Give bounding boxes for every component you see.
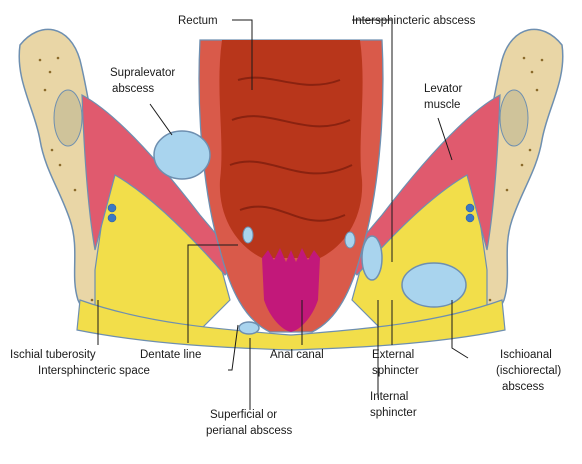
label-external-sphincter-line1: External xyxy=(372,349,414,361)
label-ischioanal-line1: Ischioanal xyxy=(500,349,552,361)
rectum-body xyxy=(219,40,362,258)
perianal-abscess-shape xyxy=(239,322,259,334)
label-ischial-tuberosity: Ischial tuberosity xyxy=(10,349,96,361)
label-supralevator-abscess-line1: Supralevator xyxy=(110,67,175,79)
label-ischioanal-line3: abscess xyxy=(502,381,544,393)
intersphincteric-abscess-shape xyxy=(362,236,382,280)
label-rectum: Rectum xyxy=(178,15,218,27)
small-left-blue-spot xyxy=(243,227,253,243)
supralevator-abscess xyxy=(154,131,210,179)
label-external-sphincter-line2: sphincter xyxy=(372,365,419,377)
label-internal-sphincter-line1: Internal xyxy=(370,391,408,403)
label-intersphincteric-space: Intersphincteric space xyxy=(38,365,150,377)
ischioanal-abscess-shape xyxy=(402,263,466,307)
small-right-blue-spot xyxy=(345,232,355,248)
label-internal-sphincter-line2: sphincter xyxy=(370,407,417,419)
label-intersphincteric-abscess: Intersphincteric abscess xyxy=(352,15,476,27)
label-levator-muscle-line1: Levator xyxy=(424,83,463,95)
label-superficial-line1: Superficial or xyxy=(210,409,277,421)
label-ischioanal-line2: (ischiorectal) xyxy=(496,365,561,377)
label-levator-muscle-line2: muscle xyxy=(424,99,460,111)
label-supralevator-abscess-line2: abscess xyxy=(112,83,154,95)
label-superficial-line2: perianal abscess xyxy=(206,425,293,437)
label-dentate-line: Dentate line xyxy=(140,349,201,361)
label-anal-canal: Anal canal xyxy=(270,349,324,361)
